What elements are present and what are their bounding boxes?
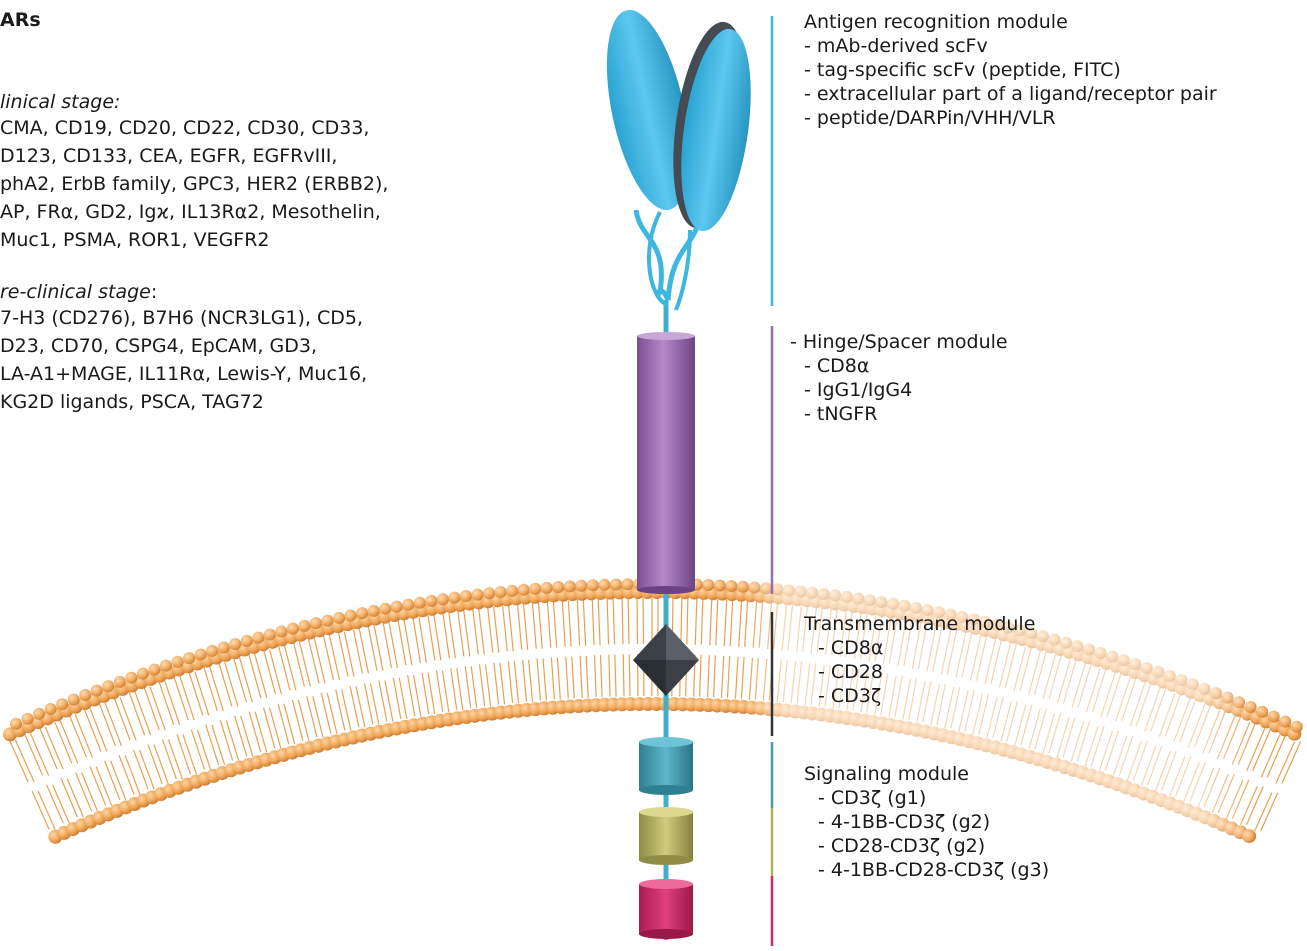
antigen-module-title: Antigen recognition module bbox=[804, 10, 1217, 34]
signaling-item: - 4-1BB-CD28-CD3ζ (g3) bbox=[804, 858, 1049, 882]
transmembrane-module-title: Transmembrane module bbox=[804, 612, 1035, 636]
signaling-module-title: Signaling module bbox=[804, 762, 1049, 786]
hinge-item: - IgG1/IgG4 bbox=[790, 378, 1008, 402]
signaling-module-label: Signaling module - CD3ζ (g1) - 4-1BB-CD3… bbox=[804, 762, 1049, 882]
hinge-module-title: - Hinge/Spacer module bbox=[790, 330, 1008, 354]
signaling-item: - CD3ζ (g1) bbox=[804, 786, 1049, 810]
signaling-domain-cd28 bbox=[639, 879, 693, 939]
antigen-item: - peptide/DARPin/VHH/VLR bbox=[804, 106, 1217, 130]
antigen-module-label: Antigen recognition module - mAb-derived… bbox=[804, 10, 1217, 130]
transmembrane-item: - CD28 bbox=[804, 660, 1035, 684]
scfv-antigen-recognition-domain bbox=[592, 3, 762, 310]
antigen-item: - mAb-derived scFv bbox=[804, 34, 1217, 58]
signaling-item: - CD28-CD3ζ (g2) bbox=[804, 834, 1049, 858]
transmembrane-item: - CD8α bbox=[804, 636, 1035, 660]
transmembrane-item: - CD3ζ bbox=[804, 684, 1035, 708]
hinge-module-label: - Hinge/Spacer module - CD8α - IgG1/IgG4… bbox=[790, 330, 1008, 426]
hinge-spacer-cylinder bbox=[637, 332, 695, 594]
signaling-domain-4-1bb bbox=[639, 807, 693, 865]
signaling-item: - 4-1BB-CD3ζ (g2) bbox=[804, 810, 1049, 834]
antigen-item: - extracellular part of a ligand/recepto… bbox=[804, 82, 1217, 106]
transmembrane-module-label: Transmembrane module - CD8α - CD28 - CD3… bbox=[804, 612, 1035, 708]
hinge-item: - tNGFR bbox=[790, 402, 1008, 426]
signaling-domain-cd3z-g1 bbox=[639, 737, 693, 795]
hinge-item: - CD8α bbox=[790, 354, 1008, 378]
antigen-item: - tag-specific scFv (peptide, FITC) bbox=[804, 58, 1217, 82]
